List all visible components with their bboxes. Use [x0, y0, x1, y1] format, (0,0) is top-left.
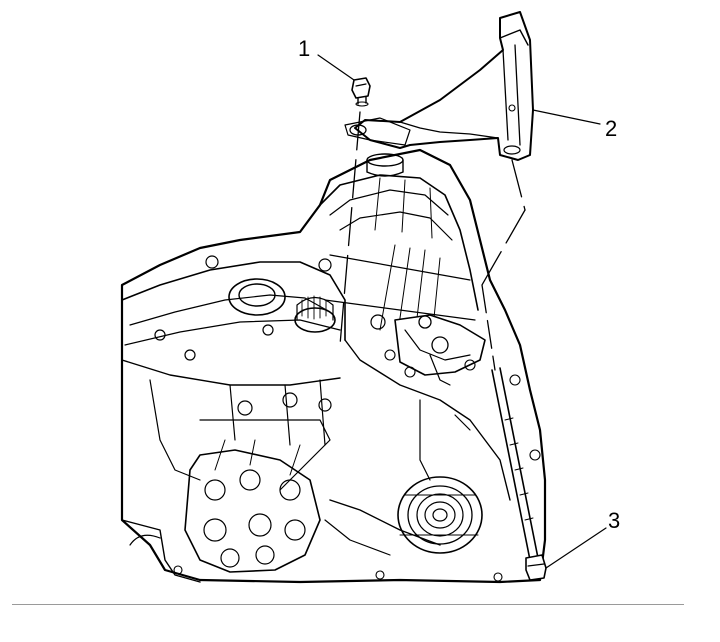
callout-label-2: 2: [605, 116, 617, 141]
alignment-lines: [339, 111, 526, 371]
callout-2: 2: [532, 109, 617, 141]
callout-1: 1: [298, 36, 355, 81]
callout-label-3: 3: [608, 508, 620, 533]
bolt-long: [491, 367, 547, 581]
shift-linkage: [384, 314, 486, 386]
callout-label-1: 1: [298, 36, 310, 61]
support-bracket: [344, 11, 534, 161]
bolt-upper: [351, 77, 371, 107]
bottom-divider: [12, 604, 684, 605]
callout-3: 3: [545, 508, 620, 569]
transaxle-case: [120, 148, 547, 584]
